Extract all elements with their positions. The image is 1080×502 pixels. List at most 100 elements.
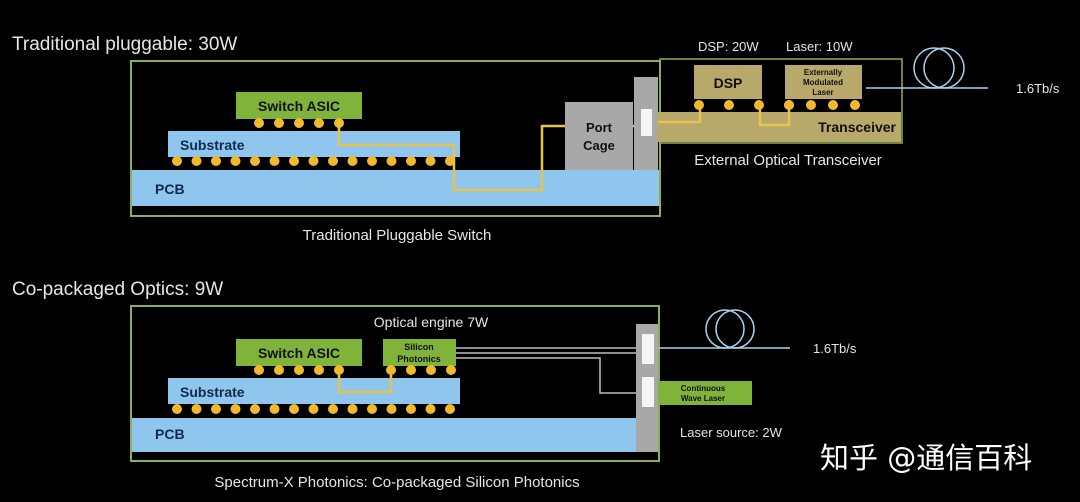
solder-bump [289, 156, 299, 166]
eml-label-1: Externally [804, 68, 843, 77]
solder-bump [445, 156, 455, 166]
silicon-photonics-chip [383, 339, 456, 366]
substrate-bumps-bottom [172, 404, 455, 414]
solder-bump [250, 156, 260, 166]
solder-bump [367, 156, 377, 166]
pcb-bottom [132, 418, 636, 452]
top-heading: Traditional pluggable: 30W [12, 34, 237, 55]
cw-laser-label-1: Continuous [681, 384, 726, 393]
electrical-trace [337, 122, 640, 192]
solder-bump [754, 100, 764, 110]
switch-asic-top [236, 92, 362, 119]
solder-bump [250, 404, 260, 414]
dsp-laser-trace [758, 106, 791, 127]
solder-bump [386, 365, 396, 375]
bandwidth-top: 1.6Tb/s [1016, 81, 1060, 96]
caption-external-transceiver: External Optical Transceiver [694, 152, 882, 169]
solder-bump [806, 100, 816, 110]
solder-bump [828, 100, 838, 110]
sipho-label-1: Silicon [404, 342, 434, 352]
port-cage-label-1: Port [586, 120, 613, 135]
sipho-label-2: Photonics [397, 354, 441, 364]
solder-bump [274, 365, 284, 375]
solder-bump [406, 365, 416, 375]
solder-bump [172, 404, 182, 414]
transceiver-label: Transceiver [818, 119, 896, 135]
fiber-coil-icon [705, 309, 745, 349]
transceiver-body [657, 112, 901, 142]
solder-bump [334, 365, 344, 375]
cw-laser-label-2: Wave Laser [681, 394, 725, 403]
solder-bump [425, 404, 436, 414]
transceiver-bumps [694, 100, 860, 110]
laser-waveguide [456, 357, 640, 394]
solder-bump [294, 118, 304, 128]
solder-bump [347, 156, 358, 166]
solder-bump [294, 365, 304, 375]
switch-asic-label-bottom: Switch ASIC [258, 345, 340, 361]
substrate-bumps [172, 156, 455, 166]
solder-bump [406, 404, 416, 414]
connector-port [641, 109, 652, 136]
bottom-heading: Co-packaged Optics: 9W [12, 279, 223, 300]
solder-bump [230, 404, 241, 414]
solder-bump [274, 118, 284, 128]
solder-bump [308, 404, 319, 414]
fiber-port [642, 334, 654, 364]
solder-bump [172, 156, 182, 166]
pcb-label-bottom: PCB [155, 426, 185, 442]
substrate-bottom [168, 378, 460, 404]
dsp-power-label: DSP: 20W [698, 39, 759, 54]
eml-chip [785, 65, 862, 99]
fiber-coil-icon [913, 47, 955, 89]
substrate-label-bottom: Substrate [180, 384, 245, 400]
asic-sipho-trace [337, 370, 393, 394]
solder-bump [784, 100, 794, 110]
sipho-bumps [386, 365, 456, 375]
solder-bump [328, 404, 338, 414]
dsp-label: DSP [714, 75, 743, 91]
solder-bump [269, 156, 280, 166]
solder-bump [425, 156, 436, 166]
optical-engine-label: Optical engine 7W [374, 314, 489, 330]
asic-bumps [254, 118, 344, 128]
solder-bump [445, 404, 455, 414]
transceiver-frame [659, 58, 903, 144]
solder-bump [850, 100, 860, 110]
solder-bump [386, 156, 397, 166]
switch-asic-bottom [236, 339, 362, 366]
port-cage [565, 102, 633, 170]
dsp-chip [694, 65, 762, 99]
solder-bump [694, 100, 704, 110]
port-cage-label-2: Cage [583, 138, 615, 153]
solder-bump [724, 100, 734, 110]
solder-bump [230, 156, 241, 166]
solder-bump [191, 404, 202, 414]
solder-bump [314, 118, 324, 128]
watermark: 知乎 @通信百科 [820, 441, 1032, 475]
laser-source-label: Laser source: 2W [680, 425, 783, 440]
solder-bump [367, 404, 377, 414]
eml-label-3: Laser [812, 88, 833, 97]
solder-bump [191, 156, 202, 166]
solder-bump [308, 156, 319, 166]
asic-bumps-bottom [254, 365, 344, 375]
laser-port [642, 377, 654, 407]
solder-bump [254, 118, 264, 128]
cw-laser [658, 381, 752, 405]
eml-label-2: Modulated [803, 78, 843, 87]
solder-bump [406, 156, 416, 166]
bandwidth-bottom: 1.6Tb/s [813, 341, 857, 356]
solder-bump [211, 404, 221, 414]
substrate-label: Substrate [180, 137, 245, 153]
solder-bump [289, 404, 299, 414]
pcb-top [132, 170, 659, 206]
caption-pluggable-switch: Traditional Pluggable Switch [303, 227, 492, 244]
solder-bump [328, 156, 338, 166]
solder-bump [314, 365, 324, 375]
solder-bump [426, 365, 436, 375]
solder-bump [211, 156, 221, 166]
solder-bump [269, 404, 280, 414]
transceiver-trace [658, 106, 702, 124]
caption-cpo: Spectrum-X Photonics: Co-packaged Silico… [214, 474, 579, 491]
